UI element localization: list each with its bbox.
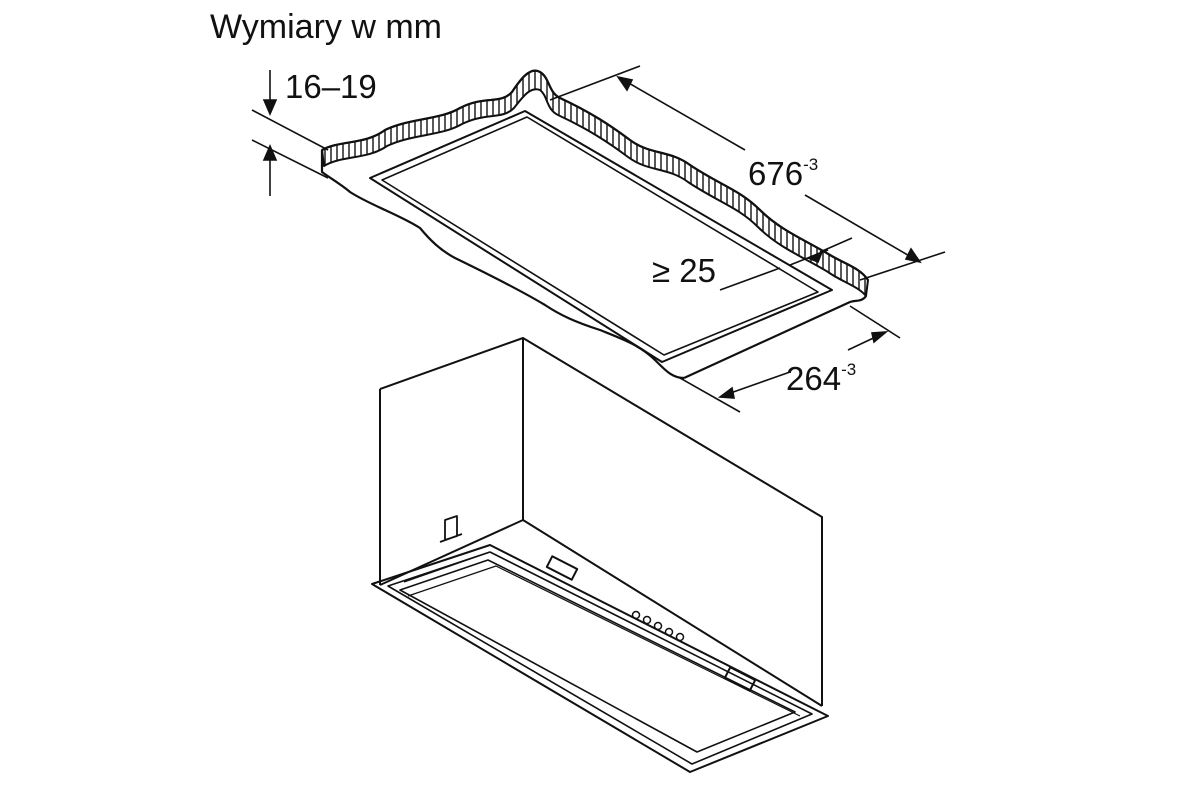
label-cutout-length: 676-3 [748,155,818,192]
mounting-bracket [439,515,463,543]
hood-box-outline [379,337,823,706]
extension-line-back [549,65,641,101]
hood-unit [371,337,829,773]
dim-line-upper [619,77,746,151]
hood-box-bottom [379,519,823,707]
light-front [723,666,757,692]
label-cutout-width: 264-3 [786,360,856,397]
diagram-title: Wymiary w mm [210,8,442,46]
label-cutout-length-value: 676 [748,155,803,192]
label-panel-thickness: 16–19 [285,68,377,105]
panel-left-edge [320,150,685,380]
control-button-4 [664,627,674,637]
arrow-head-right [871,331,889,344]
dim-cutout-length [549,65,946,281]
label-cutout-width-tolerance: -3 [841,360,856,379]
arrow-head-back [616,75,634,92]
edge-tick [819,237,853,253]
control-button-5 [675,632,685,642]
control-button-1 [631,610,641,620]
label-cutout-length-tolerance: -3 [803,155,818,174]
arrow-head-up [262,143,278,161]
extension-line-right [849,305,901,339]
arrow-head-edge [805,250,824,264]
label-edge-distance: ≥ 25 [652,252,716,289]
hood-frame-outer [371,544,829,773]
panel-right-edge [683,295,867,380]
extension-line-left [679,377,741,413]
dim-cutout-width [679,305,901,413]
dim-edge-distance [719,237,853,291]
control-strip [403,551,801,717]
cabinet-panel [320,69,869,380]
cutout-inner [381,116,819,356]
extension-line-top [251,109,329,151]
arrow-head-down [262,99,278,117]
arrow-head-left [717,386,735,399]
control-button-3 [653,621,663,631]
filter-panel [399,559,796,753]
dim-panel-thickness [251,70,329,196]
hood-frame-inner [387,551,813,765]
dim-line-lower [804,194,919,262]
extension-line-front [859,251,946,281]
arrow-head-front [904,247,922,264]
extension-line-bottom [251,139,329,179]
cutout-outer [369,110,833,363]
light-rear [545,555,579,581]
leader-line [719,267,781,291]
control-button-2 [642,615,652,625]
label-cutout-width-value: 264 [786,360,841,397]
